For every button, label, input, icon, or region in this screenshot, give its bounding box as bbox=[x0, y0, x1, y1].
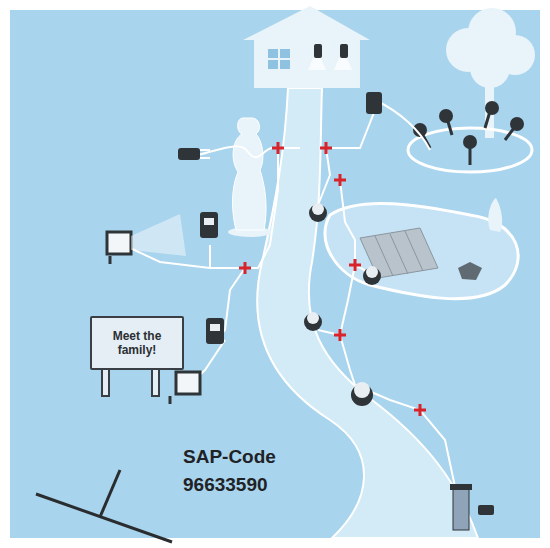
t-cable bbox=[36, 470, 172, 542]
path-part bbox=[257, 88, 478, 538]
path bbox=[257, 88, 478, 538]
bollard-part bbox=[450, 484, 472, 490]
t-connectors-part bbox=[239, 262, 251, 274]
tree bbox=[408, 8, 535, 172]
spotlights-part bbox=[485, 101, 499, 115]
spotlights-part bbox=[510, 117, 524, 131]
transformers-part bbox=[206, 318, 224, 344]
transformers-part bbox=[204, 218, 214, 225]
t-connectors-part bbox=[334, 329, 346, 341]
transformers-part bbox=[366, 92, 382, 114]
t-cable-part bbox=[36, 494, 172, 542]
pond-part bbox=[375, 231, 423, 276]
house-part bbox=[308, 58, 352, 70]
cables-part bbox=[340, 180, 368, 272]
t-connectors bbox=[239, 142, 426, 416]
background-part bbox=[10, 10, 540, 538]
transformers-part bbox=[210, 324, 220, 331]
ground-lights-part-part bbox=[304, 313, 322, 331]
t-connectors-part bbox=[272, 142, 284, 154]
pond-part bbox=[360, 228, 438, 278]
ground-lights-part bbox=[304, 204, 381, 406]
floodlights-part bbox=[176, 372, 200, 394]
pond-part bbox=[458, 262, 482, 280]
spotlights-part bbox=[420, 108, 517, 165]
house-part bbox=[314, 44, 322, 58]
pond bbox=[325, 198, 518, 299]
ground-lights bbox=[304, 203, 381, 406]
plug-part bbox=[178, 148, 200, 160]
sign-posts-part bbox=[102, 366, 109, 396]
house-part bbox=[254, 38, 360, 88]
t-connectors-part bbox=[414, 404, 426, 416]
ground-lights-part-part bbox=[363, 267, 381, 285]
house-part bbox=[268, 49, 290, 69]
cables bbox=[130, 110, 460, 510]
ground-lights-part bbox=[307, 203, 378, 398]
house-part bbox=[340, 44, 348, 58]
ground-lights-part-part bbox=[309, 204, 327, 222]
bollard bbox=[450, 484, 494, 530]
plug-part bbox=[200, 150, 210, 158]
cables-part bbox=[340, 335, 355, 385]
t-cable-part bbox=[100, 470, 120, 517]
t-connectors-part bbox=[320, 142, 332, 154]
plug bbox=[178, 148, 210, 160]
sign-text: Meet the family! bbox=[92, 329, 182, 358]
cables-part bbox=[326, 110, 375, 148]
cables-part bbox=[245, 148, 278, 268]
t-connectors-part bbox=[349, 259, 361, 271]
house bbox=[243, 6, 370, 88]
spotlights-part bbox=[375, 100, 430, 150]
transformers bbox=[200, 92, 382, 344]
sign-board: Meet the family! bbox=[90, 316, 184, 370]
cables-part bbox=[318, 265, 355, 335]
spotlights bbox=[375, 100, 524, 165]
house-part bbox=[243, 6, 370, 40]
cables-part bbox=[210, 245, 245, 268]
statue-part bbox=[233, 118, 267, 230]
bollard-part bbox=[453, 488, 469, 530]
product-code-text: 96633590 bbox=[183, 474, 268, 497]
ground-lights-part-part bbox=[312, 203, 324, 215]
ground-lights-part-part bbox=[366, 266, 378, 278]
sign-posts-part bbox=[152, 366, 159, 396]
ground-lights-part-part bbox=[354, 382, 370, 398]
house-part bbox=[268, 58, 290, 60]
t-connectors-part bbox=[334, 174, 346, 186]
sign-posts bbox=[102, 366, 159, 396]
ground-lights-part-part bbox=[307, 312, 319, 324]
floodlights bbox=[107, 214, 200, 404]
product-code-text: SAP-Code bbox=[183, 446, 276, 469]
transformers-part bbox=[200, 212, 218, 238]
floodlights-part bbox=[131, 214, 186, 256]
cables-part bbox=[318, 148, 330, 205]
cables-part bbox=[198, 146, 300, 157]
tree-part bbox=[470, 48, 510, 88]
spotlights-part bbox=[463, 135, 477, 149]
sign-text-wrap: Meet the family! bbox=[92, 329, 182, 358]
floodlights-part bbox=[107, 232, 131, 254]
background bbox=[10, 10, 540, 538]
bollard-part bbox=[478, 505, 494, 515]
pond-part bbox=[488, 198, 502, 232]
cables-part bbox=[355, 385, 460, 510]
statue bbox=[228, 118, 272, 237]
spotlights-part bbox=[439, 109, 453, 123]
